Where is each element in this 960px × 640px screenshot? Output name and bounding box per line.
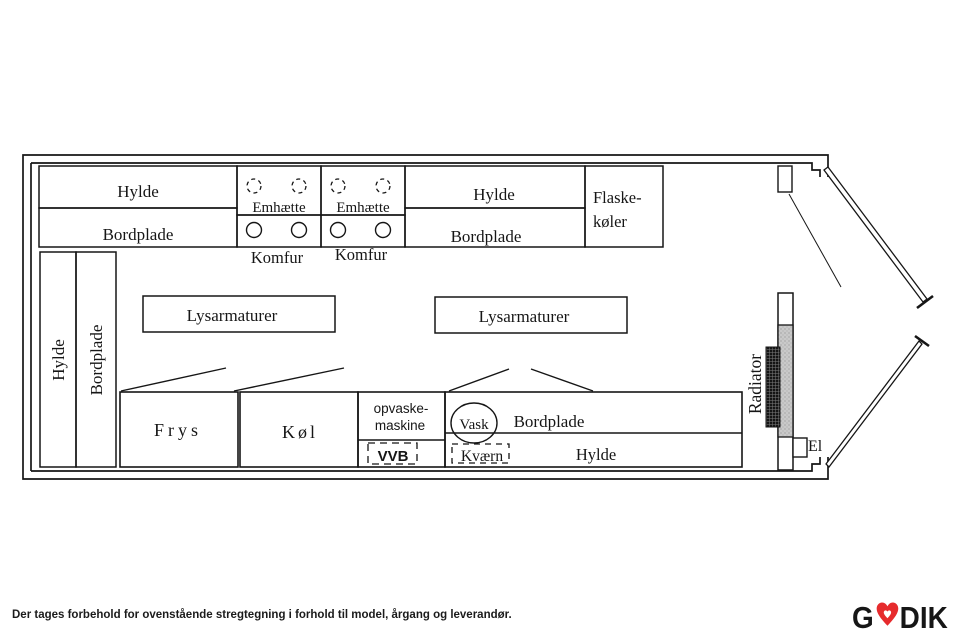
fridge-label: Køl	[282, 422, 318, 442]
door-hinge-box	[777, 165, 793, 193]
door-leaf-top-cap	[916, 294, 934, 310]
water-heater-label: VVB	[378, 448, 409, 465]
burner-icon	[329, 221, 347, 239]
logo-suffix: DIK	[900, 601, 949, 636]
hood-ring-icons	[246, 178, 391, 194]
radiator-assembly	[765, 292, 808, 471]
electric-outlet-box	[792, 437, 808, 458]
flap-line	[233, 367, 345, 392]
wall-inner-bottom	[31, 457, 821, 472]
light-left-label: Lysarmaturer	[187, 306, 278, 325]
counter-left-vertical-label: Bordplade	[87, 325, 106, 396]
counter-bottom-label: Bordplade	[514, 412, 585, 431]
hood-ring-icon	[291, 178, 307, 194]
shelf-top-mid-label: Hylde	[473, 185, 515, 204]
hood-ring-icon	[375, 178, 391, 194]
wall-outer-line	[22, 154, 829, 480]
counter-top-mid-label: Bordplade	[451, 227, 522, 246]
disclaimer-text: Der tages forbehold for ovenstående stre…	[12, 609, 512, 621]
flap-lines	[120, 367, 594, 392]
burner-icons	[245, 221, 392, 239]
door-leaf-bottom	[825, 340, 923, 468]
electric-label: El	[808, 438, 823, 455]
grinder-label: Kværn	[461, 448, 503, 465]
outer-walls	[22, 154, 829, 480]
radiator-label: Radiator	[745, 354, 765, 414]
hood-ring-icon	[330, 178, 346, 194]
door-leaf-top	[823, 166, 928, 303]
sink-label: Vask	[459, 417, 489, 433]
burner-icon	[374, 221, 392, 239]
hood-2-label: Emhætte	[336, 200, 390, 216]
freezer-label: Frys	[154, 420, 202, 440]
godik-heart-inner	[883, 610, 892, 619]
door-leaf-bottom-cap	[914, 334, 930, 348]
hood-ring-icon	[246, 178, 262, 194]
light-right-label: Lysarmaturer	[479, 307, 570, 326]
godik-logo: G DIK	[852, 601, 949, 636]
freezer-box	[119, 391, 239, 468]
bottle-cooler-label-line1: Flaske-	[593, 188, 642, 207]
dishwasher-label-line2: maskine	[375, 418, 425, 433]
stove-box-2	[320, 214, 406, 248]
flap-line	[448, 368, 510, 392]
counter-box-bottom	[444, 391, 743, 468]
hood-1-label: Emhætte	[252, 200, 306, 216]
dishwasher-label-line1: opvaske-	[374, 401, 429, 416]
top-band	[38, 165, 664, 248]
light-box-left	[142, 295, 336, 333]
flap-line	[120, 367, 227, 392]
ceiling-lights	[142, 295, 628, 334]
stove-1-label: Komfur	[251, 248, 304, 267]
bottom-band	[119, 391, 743, 468]
stove-box-1	[236, 214, 322, 248]
water-heater-dashed-box	[367, 442, 418, 465]
shelf-bottom-label: Hylde	[576, 445, 616, 464]
bottle-cooler-label-line2: køler	[593, 212, 627, 231]
bottle-cooler-box	[584, 165, 664, 248]
flap-line	[530, 368, 594, 392]
light-box-right	[434, 296, 628, 334]
left-column	[39, 251, 117, 468]
shelf-left-vertical-label: Hylde	[49, 339, 68, 381]
burner-icon	[290, 221, 308, 239]
logo-prefix: G	[852, 601, 874, 636]
door-swing-line	[788, 193, 842, 288]
sink-icon	[450, 402, 498, 444]
grinder-dashed-box	[451, 443, 510, 464]
counter-top-left-label: Bordplade	[103, 225, 174, 244]
counter-box-left-vertical	[75, 251, 117, 468]
wall-inner-top	[31, 162, 821, 177]
doors	[777, 165, 934, 468]
stove-2-label: Komfur	[335, 245, 388, 264]
shelf-top-left-label: Hylde	[117, 182, 159, 201]
burner-icon	[245, 221, 263, 239]
radiator-grille-icon	[765, 346, 781, 428]
